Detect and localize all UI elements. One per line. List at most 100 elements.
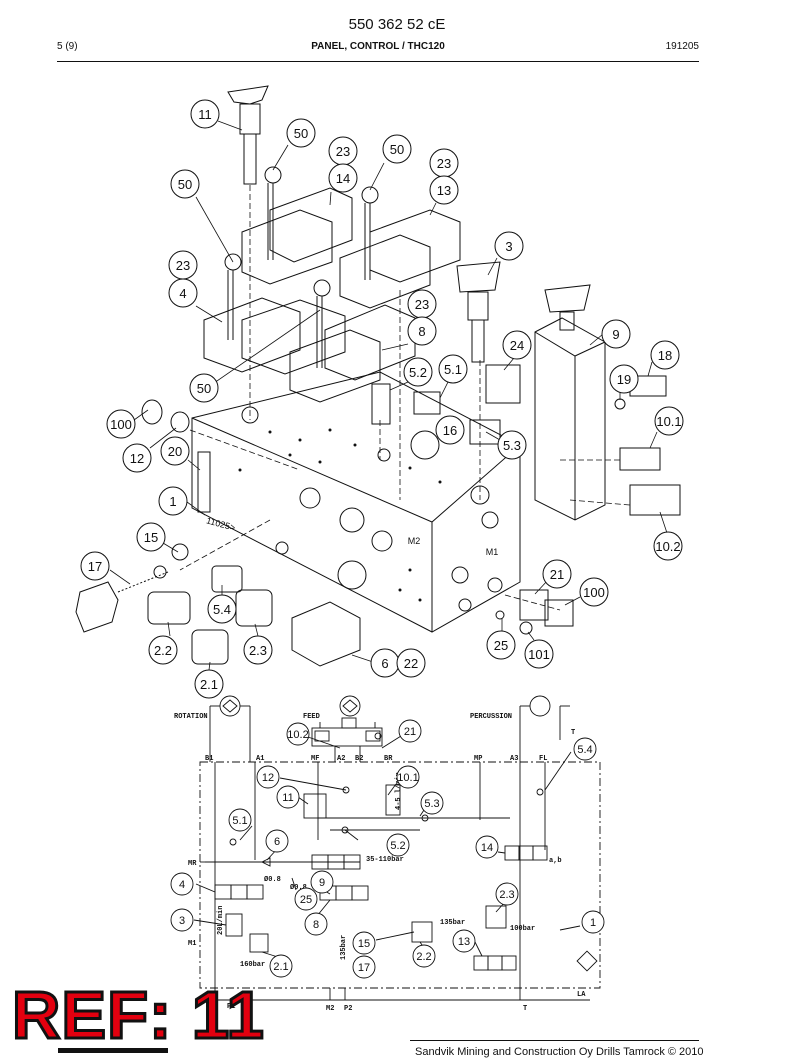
callout-11: 11 <box>198 107 212 122</box>
sch-callout-14: 14 <box>481 842 493 854</box>
port-mp: MP <box>474 755 482 763</box>
callout-50: 50 <box>197 381 211 396</box>
callout-12: 12 <box>130 451 144 466</box>
document-number: 550 362 52 cE <box>348 16 446 33</box>
label-percussion: PERCUSSION <box>470 713 512 721</box>
sch-callout-12: 12 <box>262 772 274 784</box>
sch-callout-8: 8 <box>313 919 319 931</box>
callout-23: 23 <box>336 144 350 159</box>
header-rule <box>57 61 699 62</box>
sch-callout-10-1: 10.1 <box>397 772 418 784</box>
footer-copyright: Sandvik Mining and Construction Oy Drill… <box>415 1046 704 1058</box>
casting-mark: 11025> <box>205 515 236 532</box>
callout-5-3: 5.3 <box>503 438 521 453</box>
sch-callout-9: 9 <box>319 877 325 889</box>
callout-1: 1 <box>169 494 176 509</box>
callout-24: 24 <box>510 338 524 353</box>
sch-callout-17: 17 <box>358 962 370 974</box>
callout-3: 3 <box>505 239 512 254</box>
flow-20: 20L/min <box>217 906 225 935</box>
sch-callout-1: 1 <box>590 917 596 929</box>
document-date: 191205 <box>665 41 699 52</box>
callout-5-4: 5.4 <box>213 602 231 617</box>
pressure-100: 100bar <box>510 925 535 933</box>
orifice-0-8-b: Ø0.8 <box>290 883 307 892</box>
port-a1: A1 <box>256 755 264 763</box>
callout-50: 50 <box>178 177 192 192</box>
pressure-135-a: 135bar <box>440 919 465 927</box>
sch-callout-13: 13 <box>458 936 470 948</box>
callout-5-2: 5.2 <box>409 365 427 380</box>
port-p2: P2 <box>344 1005 352 1013</box>
callout-16: 16 <box>443 423 457 438</box>
logo-strip <box>58 1048 168 1053</box>
port-a3: A3 <box>510 755 518 763</box>
callout-25: 25 <box>494 638 508 653</box>
port-b1: B1 <box>205 755 213 763</box>
port-p1: P1 <box>227 1003 235 1011</box>
callout-100: 100 <box>110 417 132 432</box>
callout-20: 20 <box>168 444 182 459</box>
sch-callout-10-2: 10.2 <box>287 729 308 741</box>
sch-callout-6: 6 <box>274 836 280 848</box>
port-fl: FL <box>539 755 547 763</box>
reference-stamp: REF: 11 <box>11 978 266 1053</box>
callout-9: 9 <box>612 327 619 342</box>
sch-callout-2-3: 2.3 <box>499 889 514 901</box>
port-m1: M1 <box>188 940 196 948</box>
label-feed: FEED <box>303 713 320 721</box>
page-title: PANEL, CONTROL / THC120 <box>311 41 445 52</box>
header-row: 5 (9) PANEL, CONTROL / THC120 191205 <box>57 41 699 55</box>
manifold-block <box>191 371 521 633</box>
callout-13: 13 <box>437 183 451 198</box>
callout-15: 15 <box>144 530 158 545</box>
sch-callout-21: 21 <box>404 726 416 738</box>
schematic-labels: ROTATION FEED PERCUSSION B1 A1 MF A2 B2 … <box>174 713 586 1013</box>
callout-2-2: 2.2 <box>154 643 172 658</box>
callout-5-1: 5.1 <box>444 362 462 377</box>
callout-21: 21 <box>550 567 564 582</box>
page-indicator: 5 (9) <box>57 41 78 52</box>
callout-18: 18 <box>658 348 672 363</box>
callout-23: 23 <box>176 258 190 273</box>
callout-10-1: 10.1 <box>656 414 681 429</box>
callout-23: 23 <box>415 297 429 312</box>
footer-rule <box>410 1040 699 1041</box>
hydraulic-schematic <box>193 695 601 1001</box>
solenoid-ab: a,b <box>549 857 562 865</box>
port-b2: B2 <box>355 755 363 763</box>
port-mr: MR <box>188 860 197 868</box>
label-rotation: ROTATION <box>174 713 208 721</box>
port-a2: A2 <box>337 755 345 763</box>
port-m2: M2 <box>326 1005 334 1013</box>
sch-callout-2-2: 2.2 <box>416 951 431 963</box>
port-t-top: T <box>571 729 575 737</box>
sch-callout-5-1: 5.1 <box>232 815 247 827</box>
sch-callout-25: 25 <box>300 894 312 906</box>
flow-4-5: 4-5 l/min <box>395 772 403 810</box>
callout-22: 22 <box>404 656 418 671</box>
port-br: BR <box>384 755 393 763</box>
sch-callout-5-2: 5.2 <box>390 840 405 852</box>
sch-callout-4: 4 <box>179 879 185 891</box>
callout-6: 6 <box>381 656 388 671</box>
callout-19: 19 <box>617 372 631 387</box>
callout-100: 100 <box>583 585 605 600</box>
pressure-35-110: 35-110bar <box>366 856 404 864</box>
callout-50: 50 <box>294 126 308 141</box>
port-t-bottom: T <box>523 1005 527 1013</box>
callout-17: 17 <box>88 559 102 574</box>
upper-callouts: 11 50 23 14 50 23 13 50 3 23 4 23 8 9 18… <box>80 99 684 699</box>
sch-callout-15: 15 <box>358 938 370 950</box>
port-la: LA <box>577 991 586 999</box>
port-label-m2: M2 <box>408 536 421 546</box>
callout-10-2: 10.2 <box>655 539 680 554</box>
sch-callout-2-1: 2.1 <box>273 961 288 973</box>
callout-23: 23 <box>437 156 451 171</box>
orifice-0-8-a: Ø0.8 <box>264 875 281 884</box>
callout-101: 101 <box>528 647 550 662</box>
sch-callout-11: 11 <box>282 792 293 804</box>
schematic-callouts: 10.2 21 12 10.1 11 5.3 5.4 5.1 6 5.2 14 … <box>170 719 605 979</box>
callout-4: 4 <box>179 286 186 301</box>
port-label-m1: M1 <box>486 547 499 557</box>
